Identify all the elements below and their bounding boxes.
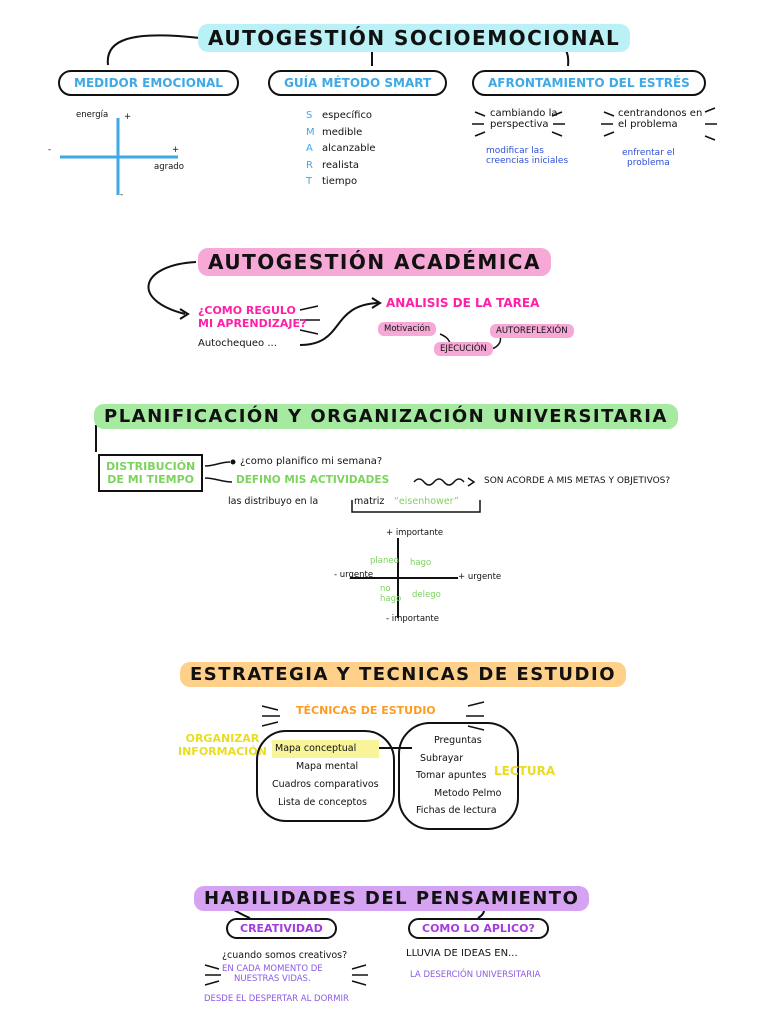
estres-right-sub: enfrentar el problema — [622, 148, 675, 168]
title-autogestion-socioemocional: AUTOGESTIÓN SOCIOEMOCIONAL — [198, 24, 631, 52]
list-item: Tomar apuntes — [416, 770, 487, 781]
motivacion-chip: Motivación — [378, 322, 437, 336]
estres-left: cambiando la perspectiva — [490, 108, 558, 130]
como-lo-aplico-label: COMO LO APLICO? — [408, 918, 549, 939]
defino-actividades: DEFINO MIS ACTIVIDADES — [236, 474, 390, 486]
title-autogestion-academica: AUTOGESTIÓN ACADÉMICA — [198, 248, 551, 276]
como-planifico-question: ¿como planifico mi semana? — [240, 456, 383, 467]
agrado-label: agrado — [154, 162, 184, 172]
en-cada-momento: EN CADA MOMENTO DE NUESTRAS VIDAS. — [222, 964, 323, 984]
autoreflexion-chip: AUTOREFLEXIÓN — [490, 324, 574, 338]
list-item: Fichas de lectura — [416, 805, 497, 816]
desde-despertar: DESDE EL DESPERTAR AL DORMIR — [204, 994, 349, 1004]
estres-left-title-2: perspectiva — [490, 119, 549, 130]
list-item: Metodo Pelmo — [434, 787, 502, 799]
lectura-label: LECTURA — [494, 764, 556, 778]
lluvia-ideas: LLUVIA DE IDEAS EN... — [406, 948, 518, 959]
acorde-metas: SON ACORDE A MIS METAS Y OBJETIVOS? — [484, 476, 671, 486]
question-line-2: MI APRENDIZAJE? — [198, 317, 307, 330]
y-minus: - — [120, 190, 124, 200]
list-item: Preguntas — [434, 735, 482, 746]
box-line-2: DE MI TIEMPO — [107, 473, 195, 486]
estres-left-sub-2: creencias iniciales — [486, 156, 569, 166]
matriz-label: matriz — [354, 496, 385, 507]
title-planificacion: PLANIFICACIÓN Y ORGANIZACIÓN UNIVERSITAR… — [94, 404, 678, 429]
energia-label: energía — [76, 110, 109, 120]
creatividad-label: CREATIVIDAD — [226, 918, 337, 939]
list-item: Mapa conceptual — [272, 740, 379, 758]
estres-left-sub-1: modificar las — [486, 146, 544, 156]
quadrant-delego: delego — [412, 590, 441, 600]
estres-right: centrandonos en el problema — [618, 108, 702, 130]
list-item: Mapa mental — [296, 761, 359, 772]
title-estrategia-tecnicas: ESTRATEGIA Y TECNICAS DE ESTUDIO — [180, 662, 626, 687]
list-item: Cuadros comparativos — [272, 779, 379, 790]
organizar-informacion: ORGANIZAR INFORMACIÓN — [178, 732, 267, 758]
lectura-cloud: Preguntas Subrayar Tomar apuntes Metodo … — [398, 722, 520, 830]
analisis-tarea-label: ANALISIS DE LA TAREA — [386, 296, 540, 310]
en-cada-line-2: NUESTRAS VIDAS. — [234, 974, 311, 984]
organizar-line-1: ORGANIZAR — [185, 732, 260, 745]
organizar-line-2: INFORMACIÓN — [178, 745, 267, 758]
ejecucion-chip: EJECUCIÓN — [434, 342, 493, 356]
distribucion-tiempo-box: DISTRIBUCIÓN DE MI TIEMPO — [98, 454, 204, 492]
matrix-left-label: - urgente — [334, 570, 374, 580]
desercion-universitaria: LA DESERCIÓN UNIVERSITARIA — [410, 970, 541, 980]
las-distribuyo: las distribuyo en la — [228, 496, 319, 507]
x-plus: + — [172, 145, 180, 155]
question-line-1: ¿COMO REGULO — [198, 304, 296, 317]
y-plus: + — [124, 112, 132, 122]
list-item: Subrayar — [420, 752, 464, 764]
en-cada-line-1: EN CADA MOMENTO DE — [222, 964, 323, 974]
organizar-cloud: Mapa conceptual Mapa mental Cuadros comp… — [256, 730, 395, 822]
medidor-emocional-label: MEDIDOR EMOCIONAL — [58, 70, 239, 96]
estres-left-sub: modificar las creencias iniciales — [486, 146, 568, 166]
title-habilidades-pensamiento: HABILIDADES DEL PENSAMIENTO — [194, 886, 590, 911]
quadrant-hago: hago — [410, 558, 432, 568]
eisenhower-label: “eisenhower” — [394, 496, 459, 507]
estres-right-title-1: centrandonos en — [618, 108, 703, 119]
matrix-right-label: + urgente — [458, 572, 502, 582]
estres-left-title-1: cambiando la — [490, 108, 558, 119]
quadrant-planeo: planeo — [370, 556, 399, 566]
box-line-1: DISTRIBUCIÓN — [106, 460, 196, 473]
estres-right-sub-2: problema — [627, 158, 670, 168]
cuando-creativos: ¿cuando somos creativos? — [222, 950, 348, 961]
autochequeo-label: Autochequeo ... — [198, 338, 277, 349]
no-hago-line-2: hago — [380, 594, 402, 604]
tecnicas-estudio-label: TÉCNICAS DE ESTUDIO — [296, 704, 436, 717]
estres-right-sub-1: enfrentar el — [622, 148, 675, 158]
x-minus: - — [48, 145, 52, 155]
afrontamiento-estres-label: AFRONTAMIENTO DEL ESTRÉS — [472, 70, 706, 96]
matrix-bottom-label: - importante — [386, 614, 439, 624]
como-regulo-question: ¿COMO REGULO MI APRENDIZAJE? — [198, 304, 306, 330]
guia-smart-label: GUÍA MÉTODO SMART — [268, 70, 448, 96]
no-hago-line-1: no — [380, 584, 391, 594]
list-item: Lista de conceptos — [278, 797, 367, 808]
matrix-top-label: + importante — [386, 528, 444, 538]
quadrant-no-hago: no hago — [380, 584, 401, 604]
estres-right-title-2: el problema — [618, 119, 678, 130]
